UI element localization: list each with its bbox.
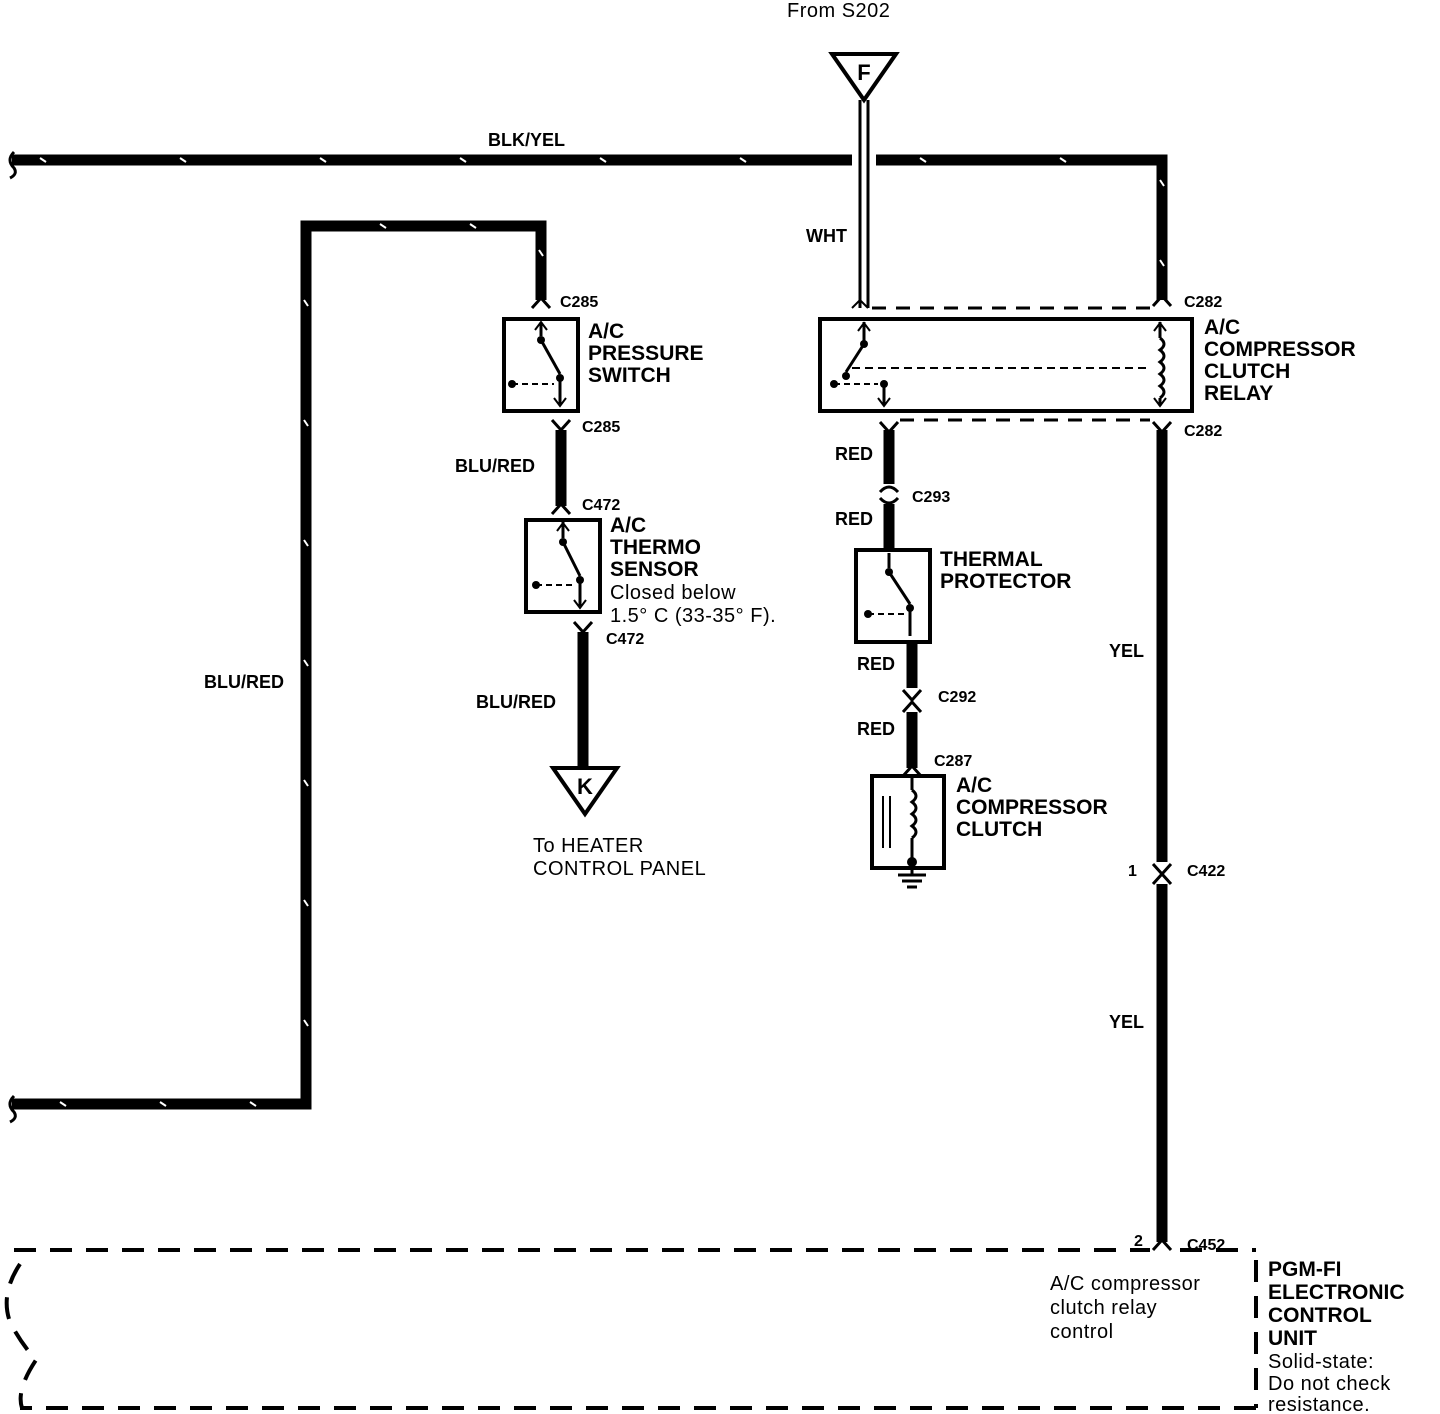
thermal-protector — [854, 548, 932, 644]
connector-label-c287: C287 — [934, 753, 972, 770]
compressor-clutch-label: A/C COMPRESSOR CLUTCH — [956, 774, 1114, 841]
ecu-pin-line-1: A/C compressor — [1050, 1273, 1200, 1295]
connector-label-c472-top: C472 — [582, 497, 620, 514]
connector-label-c472-bottom: C472 — [606, 631, 644, 648]
connector-c285-top — [530, 295, 552, 310]
ecu-label: PGM-FI ELECTRONIC CONTROL UNIT — [1268, 1258, 1410, 1350]
heater-line-1: To HEATER — [533, 835, 644, 857]
relay-label: A/C COMPRESSOR CLUTCH RELAY — [1204, 316, 1362, 405]
thermo-sensor — [524, 518, 602, 614]
connector-pin-c452: 2 — [1134, 1233, 1143, 1250]
pressure-switch-line-3: SWITCH — [588, 364, 671, 387]
ecu-note-line-3: resistance. — [1268, 1394, 1370, 1414]
connector-c287 — [901, 763, 923, 778]
connector-label-c282-bottom: C282 — [1184, 423, 1222, 440]
terminal-k: K — [549, 766, 621, 818]
relay-line-1: A/C — [1204, 316, 1240, 339]
wire-label-blk-yel: BLK/YEL — [488, 130, 565, 150]
clutch-line-1: A/C — [956, 774, 992, 797]
ecu-line-4: UNIT — [1268, 1327, 1317, 1350]
relay-line-3: CLUTCH — [1204, 360, 1290, 383]
terminal-f: F — [828, 52, 900, 104]
wire-label-red-4: RED — [857, 719, 895, 739]
connector-c472-top — [550, 501, 572, 516]
heater-line-2: CONTROL PANEL — [533, 858, 706, 880]
thermo-sensor-line-3: SENSOR — [610, 558, 699, 581]
wire-label-yel-1: YEL — [1109, 641, 1144, 661]
wire-wht — [858, 100, 870, 308]
thermo-sensor-note: Closed below 1.5° C (33-35° F). — [610, 582, 776, 627]
wire-yel — [1151, 430, 1173, 1252]
thermal-protector-line-2: PROTECTOR — [940, 570, 1071, 593]
thermo-sensor-line-1: A/C — [610, 514, 646, 537]
ecu-note-line-2: Do not check — [1268, 1373, 1391, 1395]
ecu-line-1: PGM-FI — [1268, 1258, 1342, 1281]
clutch-line-3: CLUTCH — [956, 818, 1042, 841]
terminal-f-label: F — [857, 60, 870, 85]
heater-control-panel-label: To HEATER CONTROL PANEL — [533, 835, 706, 880]
ecu-pin-description: A/C compressor clutch relay control — [1050, 1273, 1206, 1343]
compressor-clutch — [870, 774, 946, 889]
wire-label-blu-red-left: BLU/RED — [204, 672, 284, 692]
thermal-protector-line-1: THERMAL — [940, 548, 1043, 571]
ecu-line-3: CONTROL — [1268, 1304, 1372, 1327]
thermo-sensor-label: A/C THERMO SENSOR — [610, 514, 707, 581]
ecu-pin-line-2: clutch relay — [1050, 1297, 1157, 1319]
connector-pin-c422: 1 — [1128, 863, 1137, 880]
pressure-switch — [502, 317, 580, 413]
relay-line-2: COMPRESSOR — [1204, 338, 1356, 361]
pressure-switch-label: A/C PRESSURE SWITCH — [588, 320, 709, 387]
wire-label-wht: WHT — [806, 226, 847, 246]
relay-line-4: RELAY — [1204, 382, 1273, 405]
pressure-switch-line-1: A/C — [588, 320, 624, 343]
terminal-k-label: K — [577, 774, 593, 799]
thermo-note-line-1: Closed below — [610, 582, 736, 604]
connector-c282-bottom — [878, 420, 1173, 435]
ecu-boundary — [4, 1248, 1258, 1410]
wire-blu-red-loop — [8, 220, 547, 1124]
clutch-line-2: COMPRESSOR — [956, 796, 1108, 819]
connector-label-c285-bottom: C285 — [582, 419, 620, 436]
ecu-line-2: ELECTRONIC — [1268, 1281, 1405, 1304]
connector-label-c292: C292 — [938, 689, 976, 706]
connector-label-c422: C422 — [1187, 863, 1225, 880]
wire-label-yel-2: YEL — [1109, 1012, 1144, 1032]
thermal-protector-label: THERMAL PROTECTOR — [940, 548, 1071, 593]
connector-label-c285-top: C285 — [560, 294, 598, 311]
wire-label-red-2: RED — [835, 509, 873, 529]
source-label: From S202 — [787, 0, 890, 22]
connector-c285-bottom — [550, 418, 572, 433]
wire-label-blu-red-low: BLU/RED — [476, 692, 556, 712]
connector-c282-top — [851, 293, 1173, 309]
pressure-switch-line-2: PRESSURE — [588, 342, 704, 365]
ecu-pin-line-3: control — [1050, 1321, 1114, 1343]
ecu-note-line-1: Solid-state: — [1268, 1351, 1374, 1373]
thermo-note-line-2: 1.5° C (33-35° F). — [610, 605, 776, 627]
wire-label-red-1: RED — [835, 444, 873, 464]
relay-box — [818, 317, 1194, 413]
connector-label-c293: C293 — [912, 489, 950, 506]
connector-label-c282-top: C282 — [1184, 294, 1222, 311]
wire-label-blu-red-mid: BLU/RED — [455, 456, 535, 476]
thermo-sensor-line-2: THERMO — [610, 536, 701, 559]
ecu-note: Solid-state: Do not check resistance. — [1268, 1351, 1397, 1414]
connector-c472-bottom — [572, 620, 594, 635]
wire-blk-yel — [8, 150, 1168, 300]
wire-red-lower — [901, 642, 923, 768]
wire-label-red-3: RED — [857, 654, 895, 674]
wire-red-upper — [878, 430, 900, 550]
